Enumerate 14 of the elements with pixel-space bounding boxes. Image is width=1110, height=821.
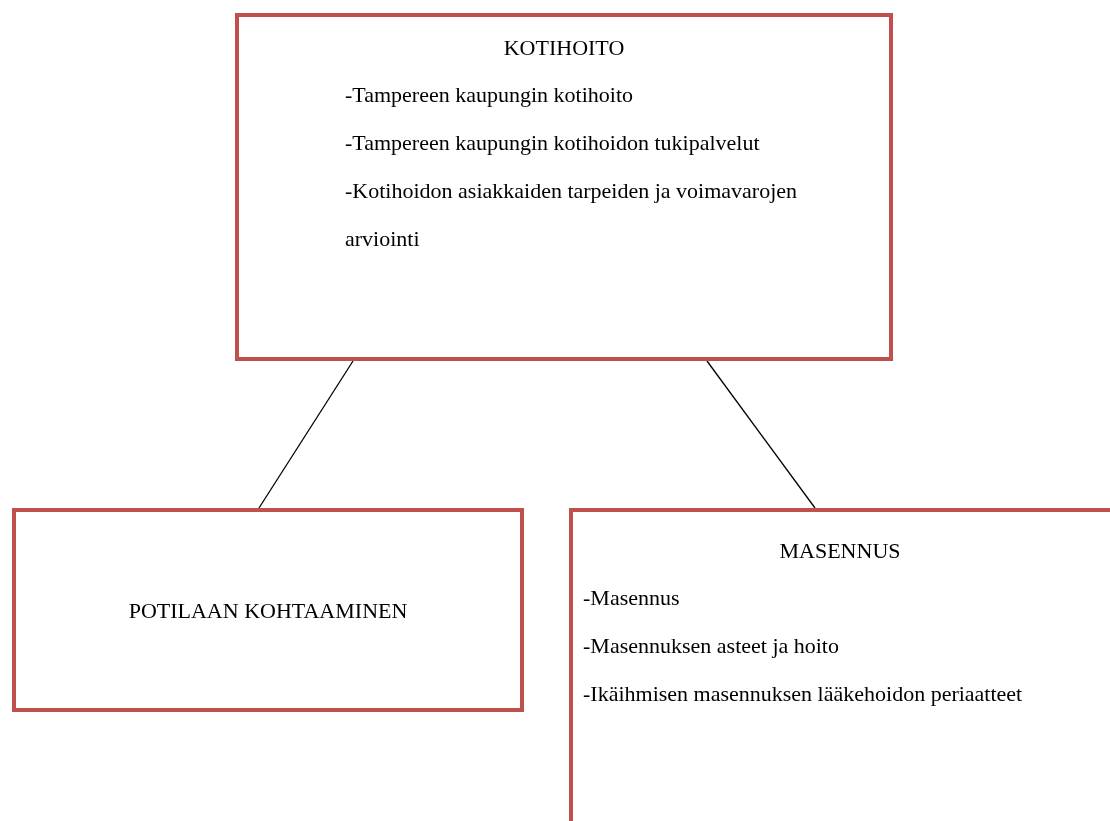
box-title: POTILAAN KOHTAAMINEN <box>128 596 408 625</box>
connector-line <box>706 360 816 509</box>
topic-box <box>235 13 893 361</box>
bullet-text: -Masennus <box>583 584 681 612</box>
bullet-text: -Tampereen kaupungin kotihoito <box>345 81 635 109</box>
bullet-text: -Kotihoidon asiakkaiden tarpeiden ja voimavarojen arviointi <box>345 177 799 253</box>
topic-box <box>12 508 524 712</box>
bullet-text: -Ikäihmisen masennuksen lääkehoidon periaatteet <box>583 680 1024 708</box>
box-title: KOTIHOITO <box>502 34 626 61</box>
bullet-text: -Masennuksen asteet ja hoito <box>583 632 840 660</box>
box-title: MASENNUS <box>778 537 902 564</box>
connector-line <box>258 360 354 509</box>
topic-box <box>569 508 1110 821</box>
bullet-text: -Tampereen kaupungin kotihoidon tukipalvelut <box>345 129 761 157</box>
